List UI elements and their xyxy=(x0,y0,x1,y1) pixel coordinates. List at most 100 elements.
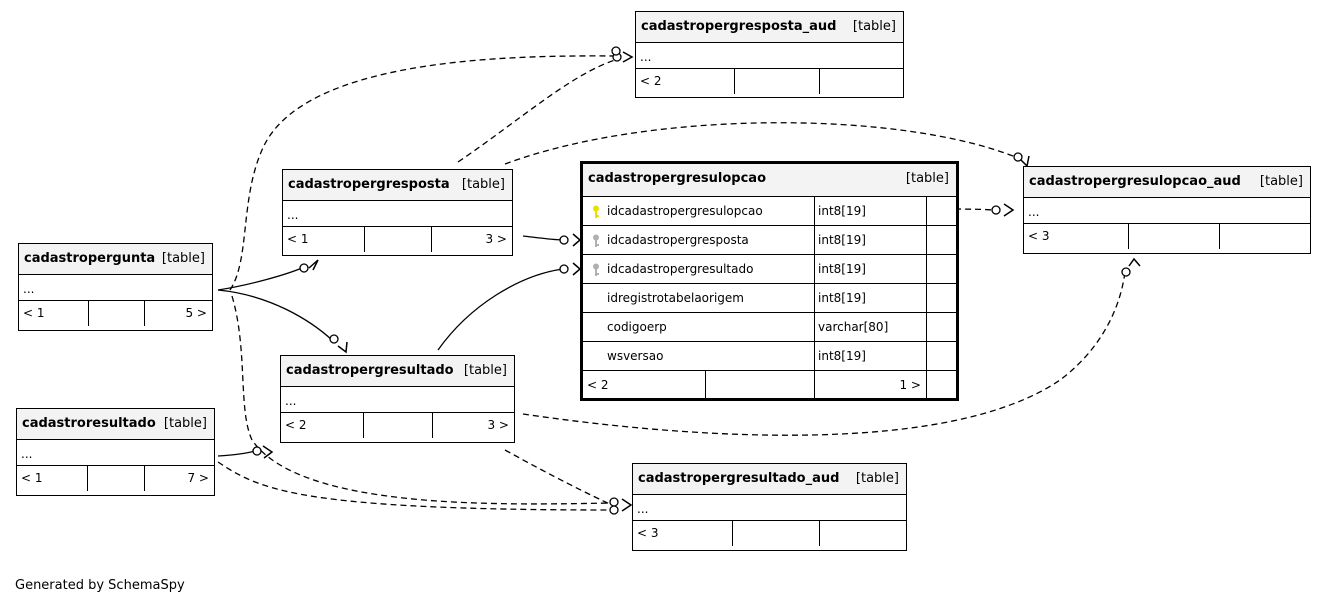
table-type: [table] xyxy=(463,363,507,378)
table-footer: < 2 3 > xyxy=(281,413,514,438)
parents-count[interactable]: < 2 xyxy=(636,69,735,94)
rows-count xyxy=(1129,224,1220,249)
parents-count[interactable]: < 2 xyxy=(281,413,364,438)
table-name: cadastropergresposta xyxy=(288,177,450,192)
table-header: cadastroresultado [table] xyxy=(17,409,214,440)
children-count[interactable]: 3 > xyxy=(485,232,507,246)
column-type: int8[19] xyxy=(815,255,927,283)
table-header: cadastropergresulopcao_aud [table] xyxy=(1024,167,1310,198)
column-type: varchar[80] xyxy=(815,313,927,341)
rows-count xyxy=(706,371,815,399)
generated-by-label: Generated by SchemaSpy xyxy=(15,578,185,593)
table-type: [table] xyxy=(461,177,505,192)
parents-count[interactable]: < 3 xyxy=(633,521,733,546)
table-cadastropergresultado-aud[interactable]: cadastropergresultado_aud [table] ... < … xyxy=(632,463,907,551)
column-type: int8[19] xyxy=(815,226,927,254)
table-footer: < 3 xyxy=(633,521,906,546)
table-ellipsis: ... xyxy=(1024,198,1310,224)
table-cadastroresultado[interactable]: cadastroresultado [table] ... < 1 7 > xyxy=(16,408,215,496)
children-count[interactable] xyxy=(820,69,903,94)
column-spacer xyxy=(927,226,956,254)
table-footer: < 2 1 > xyxy=(583,371,956,399)
rows-count xyxy=(364,413,433,438)
children-count[interactable] xyxy=(820,521,906,546)
rows-count xyxy=(735,69,820,94)
table-ellipsis: ... xyxy=(281,387,514,413)
parents-count[interactable]: < 2 xyxy=(583,371,706,399)
foreign-key-icon xyxy=(593,234,599,247)
table-cadastropergresposta-aud[interactable]: cadastropergresposta_aud [table] ... < 2 xyxy=(635,11,904,98)
link-resposta-to-resposta-aud xyxy=(457,59,616,163)
table-cadastropergunta[interactable]: cadastropergunta [table] ... < 1 5 > xyxy=(18,243,213,331)
children-count[interactable]: 1 > xyxy=(815,371,927,399)
table-name: cadastropergresultado_aud xyxy=(638,471,840,486)
link-resultado-base-to-resultado xyxy=(217,450,256,457)
table-name: cadastropergresulopcao xyxy=(588,171,767,186)
table-header: cadastropergresposta [table] xyxy=(283,170,512,201)
rows-count xyxy=(365,227,432,252)
table-name: cadastropergresultado xyxy=(286,363,454,378)
table-footer: < 1 3 > xyxy=(283,227,512,252)
children-count[interactable]: 7 > xyxy=(187,471,209,485)
table-header: cadastropergresposta_aud [table] xyxy=(636,12,903,43)
column-type: int8[19] xyxy=(815,197,927,225)
children-count[interactable]: 5 > xyxy=(185,306,207,320)
table-type: [table] xyxy=(855,471,899,486)
link-resposta-to-resulopcao xyxy=(522,235,564,241)
parents-count[interactable]: < 1 xyxy=(283,227,365,252)
table-cadastropergresposta[interactable]: cadastropergresposta [table] ... < 1 3 > xyxy=(282,169,513,256)
column-name: idcadastropergresulopcao xyxy=(583,197,815,225)
parents-count[interactable]: < 3 xyxy=(1024,224,1129,249)
table-type: [table] xyxy=(163,416,207,431)
column-type: int8[19] xyxy=(815,284,927,312)
foreign-key-icon xyxy=(593,263,599,276)
table-type: [table] xyxy=(1259,174,1303,189)
rows-count xyxy=(733,521,820,546)
link-pergunta-to-resultado-aud xyxy=(231,295,613,505)
column-name: idcadastropergresultado xyxy=(583,255,815,283)
table-footer: < 3 xyxy=(1024,224,1310,249)
link-pergunta-to-resposta xyxy=(217,267,303,291)
rows-count xyxy=(89,301,145,326)
table-footer: < 1 7 > xyxy=(17,466,214,491)
table-type: [table] xyxy=(905,171,949,186)
link-pergunta-to-resposta-aud xyxy=(229,55,616,291)
table-ellipsis: ... xyxy=(19,275,212,301)
table-header: cadastropergunta [table] xyxy=(19,244,212,275)
link-pergunta-to-resultado xyxy=(217,289,333,341)
column-name: codigoerp xyxy=(583,313,815,341)
primary-key-icon xyxy=(593,205,599,218)
table-header: cadastropergresultado [table] xyxy=(281,356,514,387)
table-name: cadastropergunta xyxy=(24,251,156,266)
table-cadastropergresulopcao-aud[interactable]: cadastropergresulopcao_aud [table] ... <… xyxy=(1023,166,1311,254)
table-name: cadastropergresulopcao_aud xyxy=(1029,174,1241,189)
column-spacer xyxy=(927,284,956,312)
table-header: cadastropergresulopcao [table] xyxy=(583,164,956,197)
column-name: idregistrotabelaorigem xyxy=(583,284,815,312)
parents-count[interactable]: < 1 xyxy=(19,301,89,326)
link-resultado-to-resulopcao xyxy=(437,268,564,351)
column-spacer xyxy=(927,255,956,283)
table-ellipsis: ... xyxy=(283,201,512,227)
table-type: [table] xyxy=(852,19,896,34)
children-count[interactable] xyxy=(1220,224,1310,249)
footer-spacer xyxy=(927,371,956,399)
table-header: cadastropergresultado_aud [table] xyxy=(633,464,906,495)
children-count[interactable]: 3 > xyxy=(487,418,509,432)
table-cadastropergresulopcao[interactable]: cadastropergresulopcao [table] idcadastr… xyxy=(580,161,959,401)
table-cadastropergresultado[interactable]: cadastropergresultado [table] ... < 2 3 … xyxy=(280,355,515,443)
table-footer: < 1 5 > xyxy=(19,301,212,326)
column-spacer xyxy=(927,197,956,225)
column-type: int8[19] xyxy=(815,342,927,370)
table-name: cadastroresultado xyxy=(22,416,156,431)
column-spacer xyxy=(927,342,956,370)
rows-count xyxy=(88,466,145,491)
parents-count[interactable]: < 1 xyxy=(17,466,88,491)
